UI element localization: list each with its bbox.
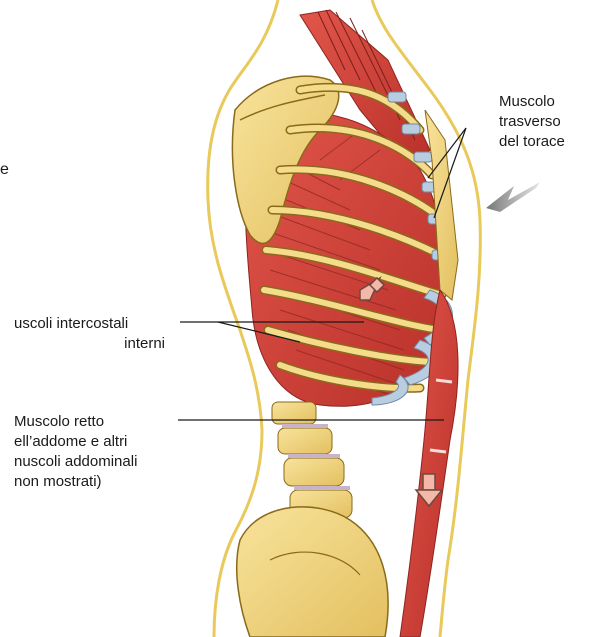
label-muscolo-trasverso-del-torace: Muscolo trasverso del torace	[499, 92, 565, 152]
cut-off-label-fragment: e	[0, 160, 9, 180]
label-muscoli-intercostali-interni: uscoli intercostali interni	[14, 314, 165, 354]
label-line: nuscoli addominali	[14, 452, 137, 472]
label-line: del torace	[499, 132, 565, 152]
label-line: Muscolo retto	[14, 412, 137, 432]
label-line: ell’addome e altri	[14, 432, 137, 452]
label-line: Muscolo	[499, 92, 565, 112]
grey-arrow-icon	[486, 182, 540, 212]
label-line: interni	[14, 334, 165, 354]
fragment-text: e	[0, 160, 9, 180]
label-line: non mostrati)	[14, 472, 137, 492]
pelvis	[237, 507, 388, 637]
label-muscolo-retto-addome: Muscolo retto ell’addome e altri nuscoli…	[14, 412, 137, 492]
label-line: trasverso	[499, 112, 565, 132]
label-line: uscoli intercostali	[14, 314, 165, 334]
